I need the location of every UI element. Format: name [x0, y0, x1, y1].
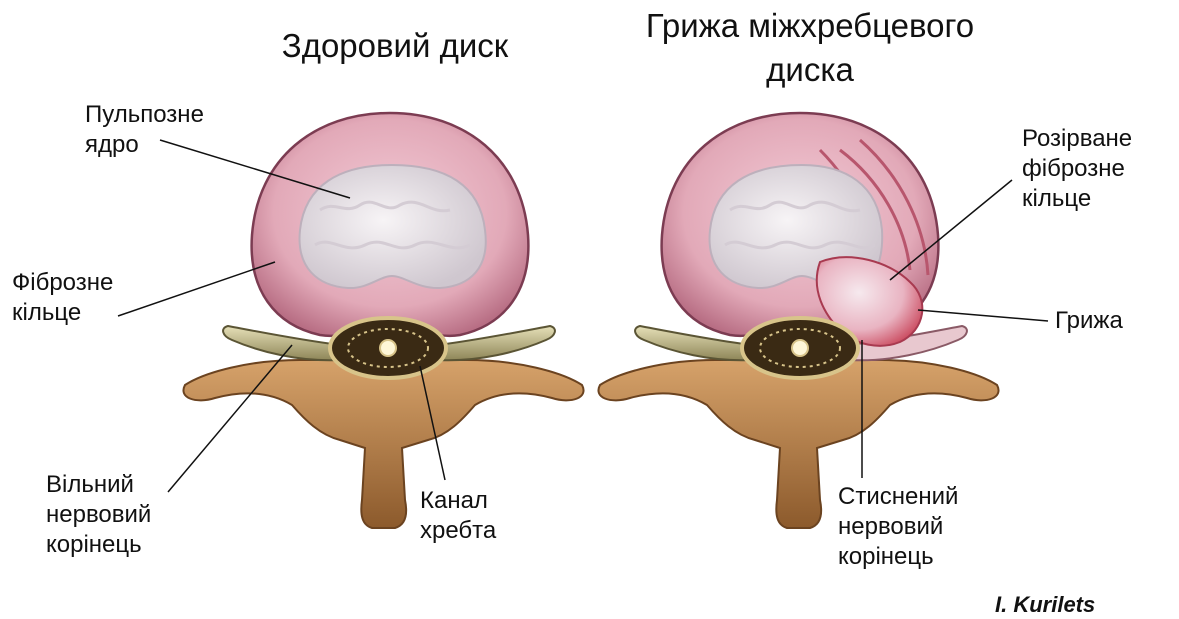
label-line: Пульпозне: [85, 100, 204, 130]
label-line: кільце: [12, 298, 113, 328]
label-line: Вільний: [46, 470, 151, 500]
label-torn-annulus: Розірване фіброзне кільце: [1022, 124, 1132, 214]
label-line: кільце: [1022, 184, 1132, 214]
herniated-vertebra: [598, 113, 998, 528]
label-annulus: Фіброзне кільце: [12, 268, 113, 328]
title-herniated-line2: диска: [600, 48, 1020, 92]
label-line: Розірване: [1022, 124, 1132, 154]
healthy-vertebra: [183, 113, 583, 528]
label-line: хребта: [420, 516, 496, 546]
label-line: Фіброзне: [12, 268, 113, 298]
label-free-nerve-root: Вільний нервовий корінець: [46, 470, 151, 560]
label-compressed-nerve-root: Стиснений нервовий корінець: [838, 482, 958, 572]
vertebra-bone: [183, 360, 583, 528]
label-line: корінець: [46, 530, 151, 560]
central-canal: [380, 340, 396, 356]
label-line: Стиснений: [838, 482, 958, 512]
central-canal: [792, 340, 808, 356]
label-line: нервовий: [838, 512, 958, 542]
title-herniated-disc: Грижа міжхребцевого диска: [600, 4, 1020, 92]
label-nucleus: Пульпозне ядро: [85, 100, 204, 160]
title-healthy-disc: Здоровий диск: [215, 24, 575, 68]
label-hernia: Грижа: [1055, 306, 1123, 336]
leader-annulus: [118, 262, 275, 316]
label-line: фіброзне: [1022, 154, 1132, 184]
label-line: ядро: [85, 130, 204, 160]
title-herniated-line1: Грижа міжхребцевого: [600, 4, 1020, 48]
label-line: Канал: [420, 486, 496, 516]
label-line: корінець: [838, 542, 958, 572]
nucleus-pulposus: [300, 165, 486, 288]
label-line: нервовий: [46, 500, 151, 530]
leader-hernia: [918, 310, 1048, 321]
author-credit: I. Kurilets: [995, 592, 1095, 618]
label-spinal-canal: Канал хребта: [420, 486, 496, 546]
